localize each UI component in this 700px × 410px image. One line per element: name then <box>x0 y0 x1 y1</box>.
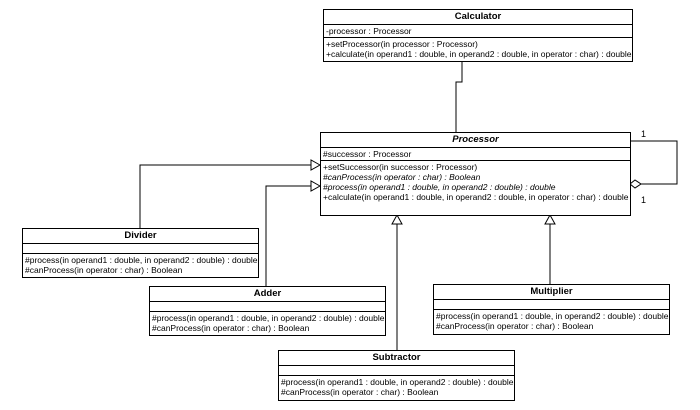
multiplicity-bottom: 1 <box>641 195 647 205</box>
generalization-arrow-subtractor-icon <box>391 213 403 225</box>
operation-row: #process(in operand1 : double, in operan… <box>281 377 514 387</box>
operation-row: #process(in operand1 : double, in operan… <box>152 313 385 323</box>
aggregation-diamond-icon <box>629 179 642 189</box>
class-subtractor-operations: #process(in operand1 : double, in operan… <box>279 376 514 398</box>
class-subtractor-name: Subtractor <box>279 351 514 366</box>
operation-row: +calculate(in operand1 : double, in oper… <box>323 192 629 202</box>
generalization-arrow-multiplier-icon <box>544 213 556 225</box>
operation-row: #process(in operand1 : double, in operan… <box>25 255 258 265</box>
class-multiplier-operations: #process(in operand1 : double, in operan… <box>434 310 669 332</box>
class-calculator-operations: +setProcessor(in processor : Processor) … <box>324 38 632 60</box>
class-subtractor-attributes <box>279 366 514 376</box>
class-multiplier-name: Multiplier <box>434 285 669 300</box>
operation-row: #canProcess(in operator : char) : Boolea… <box>25 265 183 275</box>
class-processor-attributes: #successor : Processor <box>321 148 630 161</box>
class-processor[interactable]: Processor #successor : Processor +setSuc… <box>320 132 631 216</box>
generalization-divider <box>139 164 311 229</box>
operation-row: #process(in operand1 : double, in operan… <box>323 182 556 192</box>
class-adder-operations: #process(in operand1 : double, in operan… <box>150 312 385 334</box>
operation-row: #canProcess(in operator : char) : Boolea… <box>436 321 594 331</box>
operation-row: +setSuccessor(in successor : Processor) <box>323 162 478 172</box>
class-divider[interactable]: Divider #process(in operand1 : double, i… <box>22 228 259 278</box>
class-multiplier[interactable]: Multiplier #process(in operand1 : double… <box>433 284 670 335</box>
operation-row: #canProcess(in operator : char) : Boolea… <box>281 387 439 397</box>
class-adder[interactable]: Adder #process(in operand1 : double, in … <box>149 286 386 336</box>
operation-row: +calculate(in operand1 : double, in oper… <box>326 49 632 59</box>
class-divider-attributes <box>23 244 258 254</box>
operation-row: #canProcess(in operator : char) : Boolea… <box>323 172 481 182</box>
multiplicity-top: 1 <box>641 129 647 139</box>
class-divider-operations: #process(in operand1 : double, in operan… <box>23 254 258 276</box>
operation-row: +setProcessor(in processor : Processor) <box>326 39 478 49</box>
generalization-arrow-divider-icon <box>310 159 322 171</box>
class-adder-attributes <box>150 302 385 312</box>
class-processor-name: Processor <box>321 133 630 148</box>
class-processor-operations: +setSuccessor(in successor : Processor) … <box>321 161 630 203</box>
class-adder-name: Adder <box>150 287 385 302</box>
class-multiplier-attributes <box>434 300 669 310</box>
attribute-row: #successor : Processor <box>323 149 412 159</box>
class-calculator-name: Calculator <box>324 10 632 25</box>
class-subtractor[interactable]: Subtractor #process(in operand1 : double… <box>278 350 515 401</box>
attribute-row: -processor : Processor <box>326 26 412 36</box>
operation-row: #canProcess(in operator : char) : Boolea… <box>152 323 310 333</box>
generalization-arrow-adder-icon <box>310 180 322 192</box>
class-calculator[interactable]: Calculator -processor : Processor +setPr… <box>323 9 633 62</box>
class-calculator-attributes: -processor : Processor <box>324 25 632 38</box>
generalization-adder <box>265 185 311 287</box>
operation-row: #process(in operand1 : double, in operan… <box>436 311 669 321</box>
class-divider-name: Divider <box>23 229 258 244</box>
association-processor-successor <box>630 140 678 185</box>
association-calculator-processor <box>455 61 463 133</box>
